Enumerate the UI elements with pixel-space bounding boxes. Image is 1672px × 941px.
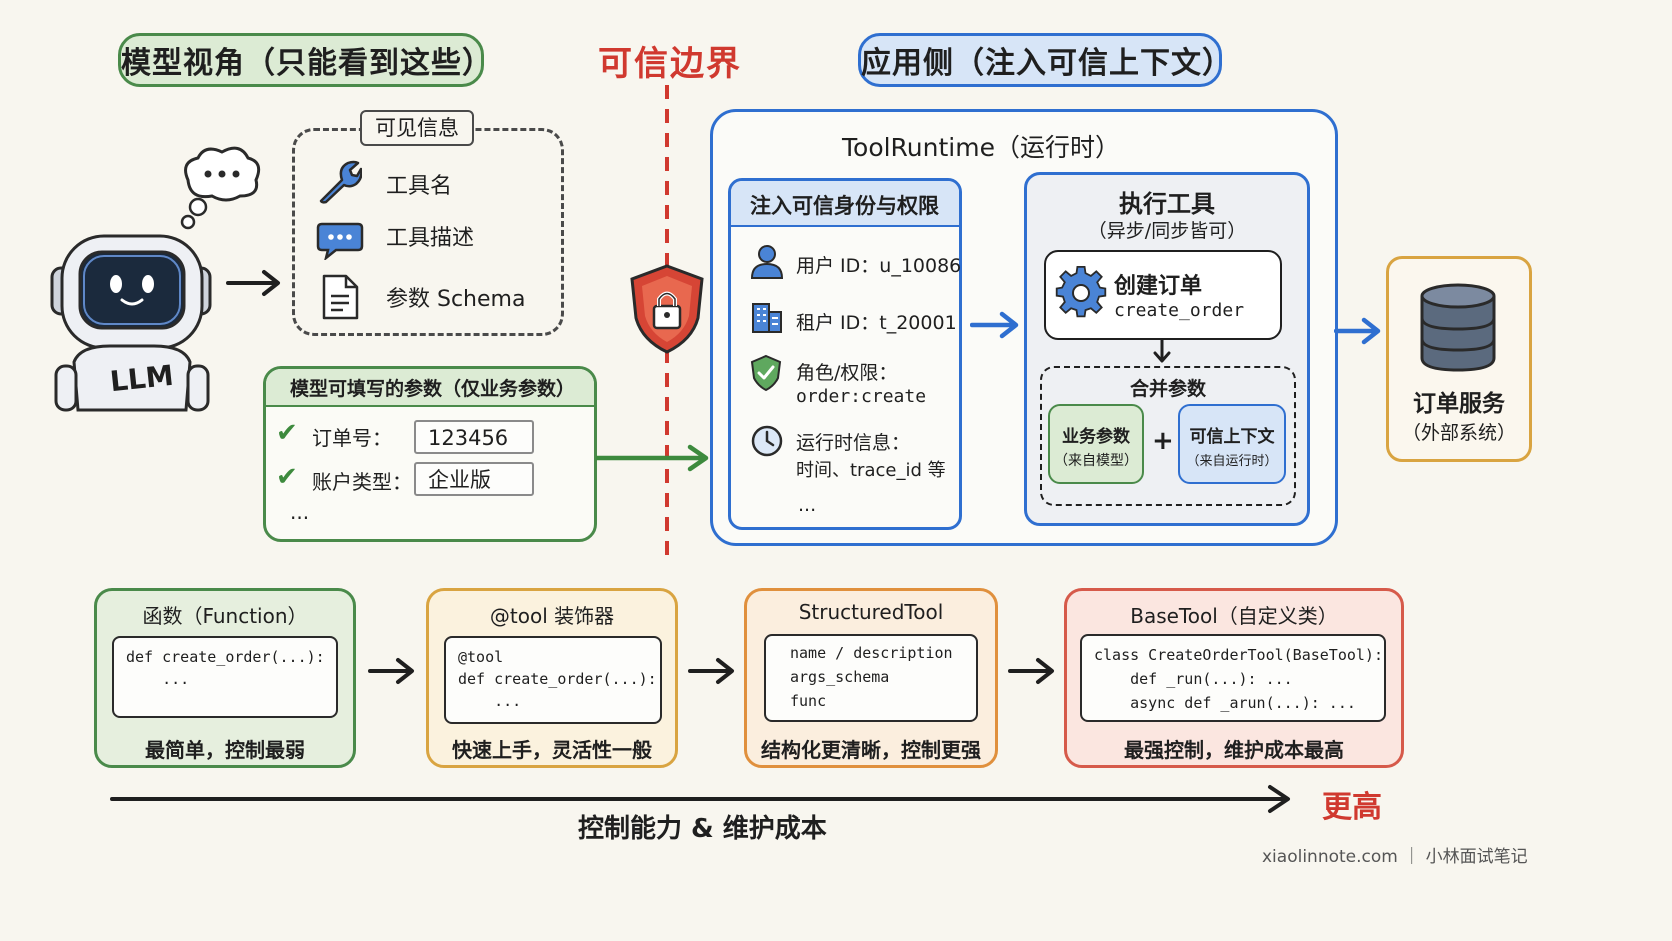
blue-arrow-icon: [970, 311, 1019, 339]
code-line: name / description: [790, 644, 953, 662]
exec-tool-subtitle: （异步/同步皆可）: [1087, 220, 1247, 242]
visible-item-schema: 参数 Schema: [386, 287, 526, 312]
axis-end-label: 更高: [1322, 790, 1382, 825]
code-line: def create_order(...):: [458, 670, 657, 688]
biz-params-line2: （来自模型）: [1054, 453, 1138, 469]
account-type-field[interactable]: 企业版: [414, 462, 534, 496]
order-service-line2: （外部系统）: [1401, 422, 1516, 444]
check-icon: ✔: [276, 462, 298, 492]
database-icon: [1420, 283, 1496, 372]
biz-params-box: [1048, 404, 1144, 484]
arrow-right-icon: [368, 658, 414, 684]
wrench-icon: [319, 160, 362, 204]
code-line: async def _arun(...): ...: [1094, 694, 1356, 712]
visible-item-tool-desc: 工具描述: [386, 226, 475, 251]
level-caption: 结构化更清晰，控制更强: [761, 738, 981, 762]
visible-info-title: 可见信息: [360, 110, 474, 146]
level-title: StructuredTool: [798, 600, 944, 624]
green-arrow-icon: [596, 444, 709, 472]
gear-icon: [1055, 266, 1107, 318]
create-order-cn: 创建订单: [1114, 274, 1203, 299]
arrow-right-icon: [688, 658, 734, 684]
model-params-header: [266, 369, 594, 407]
code-box: [112, 636, 338, 718]
robot-llm-icon: [50, 146, 261, 412]
merge-params-box: [1040, 366, 1296, 506]
order-no-label: 订单号：: [312, 426, 392, 450]
code-line: func: [790, 692, 827, 710]
lock-shield-icon: [630, 264, 704, 354]
inject-more: ...: [798, 494, 817, 516]
watermark: xiaolinnote.com ｜ 小林面试笔记: [1262, 847, 1528, 867]
merge-plus: +: [1152, 426, 1174, 456]
trust-boundary-line: [665, 85, 669, 560]
check-icon: ✔: [276, 418, 298, 448]
code-line: def create_order(...):: [126, 648, 325, 666]
create-order-en: create_order: [1114, 300, 1245, 321]
model-params-title: 模型可填写的参数（仅业务参数）: [290, 378, 576, 400]
level-caption: 快速上手，灵活性一般: [452, 738, 652, 762]
code-line: args_schema: [790, 668, 890, 686]
role-line1: 角色/权限：: [796, 362, 898, 384]
model-view-header: 模型视角（只能看到这些）: [118, 33, 492, 87]
inject-identity-title: 注入可信身份与权限: [750, 194, 939, 218]
inject-identity-panel: [728, 178, 962, 530]
runtime-info-line2: 时间、trace_id 等: [796, 460, 946, 481]
trusted-ctx-line2: （来自运行时）: [1186, 454, 1278, 469]
robot-badge: LLM: [108, 358, 176, 399]
app-side-header: 应用侧（注入可信上下文）: [858, 33, 1232, 87]
code-line: ...: [126, 670, 190, 688]
role-line2: order:create: [796, 386, 927, 407]
tenant-id: 租户 ID：t_20001: [796, 312, 957, 334]
trust-boundary-label: 可信边界: [598, 44, 742, 84]
runtime-info-line1: 运行时信息：: [796, 432, 911, 454]
biz-params-line1: 业务参数: [1062, 427, 1130, 447]
order-no-field[interactable]: 123456: [414, 420, 534, 454]
user-id: 用户 ID：u_10086: [796, 255, 962, 277]
code-line: class CreateOrderTool(BaseTool):: [1094, 646, 1383, 664]
shield-check-icon: [750, 354, 782, 392]
tool-runtime-title: ToolRuntime（运行时）: [842, 133, 1120, 162]
model-params-more: ...: [290, 500, 310, 524]
building-icon: [752, 303, 782, 333]
level-title: 函数（Function）: [142, 604, 308, 628]
user-icon: [750, 245, 784, 279]
level-title: @tool 装饰器: [489, 604, 615, 628]
code-box: [1080, 634, 1386, 722]
arrow-right-icon: [1008, 658, 1054, 684]
trusted-ctx-line1: 可信上下文: [1189, 427, 1275, 447]
account-type-label: 账户类型：: [312, 470, 412, 494]
merge-params-title: 合并参数: [1129, 378, 1206, 400]
code-box: [764, 634, 978, 722]
trusted-ctx-box: [1178, 404, 1286, 484]
level-caption: 最简单，控制最弱: [145, 738, 305, 762]
code-line: ...: [458, 692, 522, 710]
axis-label: 控制能力 & 维护成本: [578, 814, 827, 844]
code-box: [444, 636, 662, 724]
code-line: @tool: [458, 648, 504, 666]
arrow-down-icon: [1153, 338, 1171, 363]
axis-arrow: [110, 785, 1290, 813]
order-service-line1: 订单服务: [1413, 391, 1505, 417]
chat-bubble-icon: [316, 222, 364, 260]
inject-identity-header: [731, 181, 959, 227]
exec-tool-title: 执行工具: [1119, 190, 1215, 218]
level-caption: 最强控制，维护成本最高: [1124, 738, 1344, 762]
blue-arrow-icon: [1334, 317, 1381, 345]
level-title: BaseTool（自定义类）: [1130, 604, 1338, 628]
code-line: def _run(...): ...: [1094, 670, 1293, 688]
arrow-right-icon: [226, 270, 280, 296]
clock-icon: [751, 425, 783, 457]
document-icon: [322, 274, 359, 320]
visible-item-tool-name: 工具名: [386, 174, 453, 199]
